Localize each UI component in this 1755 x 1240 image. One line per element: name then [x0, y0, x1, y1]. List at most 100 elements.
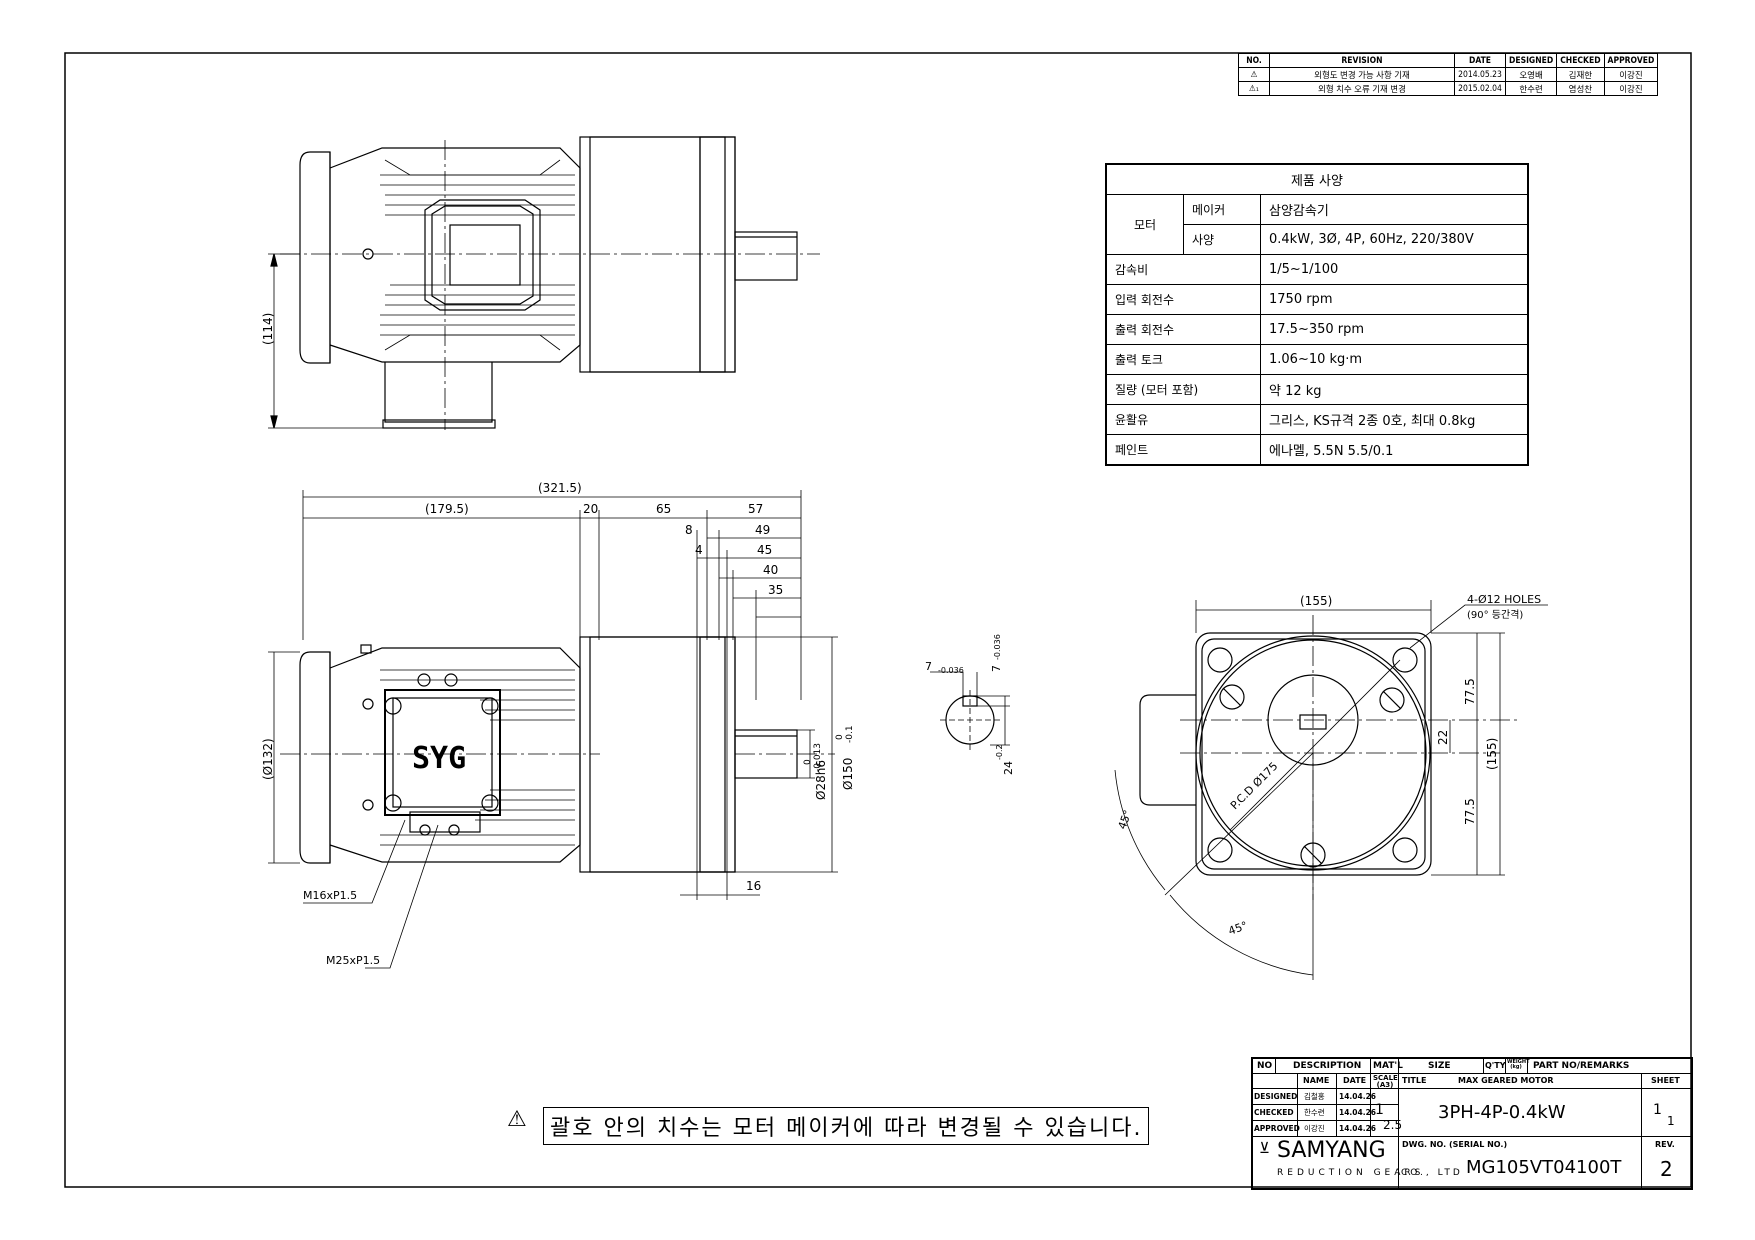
spec-row: 질량 (모터 포함)약 12 kg: [1105, 374, 1529, 405]
spec-row: 모터 메이커 삼양감속기: [1105, 194, 1529, 255]
tb-date: 14.04.26: [1339, 1092, 1377, 1101]
tb-line: [1275, 1059, 1276, 1073]
spec-value-maker: 삼양감속기: [1260, 194, 1529, 225]
dim-4: 4: [695, 543, 703, 557]
rev-cell-checked: 염성찬: [1556, 81, 1605, 96]
tb-line: [1253, 1088, 1691, 1089]
tb-rev-label: REV.: [1655, 1140, 1675, 1149]
key-height-label: 24: [1002, 761, 1015, 775]
tb-name: 한수련: [1304, 1108, 1325, 1117]
dim-65: 65: [656, 502, 671, 516]
spec-title: 제품 사양: [1105, 163, 1529, 195]
spec-label: 질량 (모터 포함): [1105, 374, 1261, 405]
spec-value: 약 12 kg: [1260, 374, 1529, 405]
rev-cell-desc: 외형도 변경 가능 사항 기재: [1269, 67, 1455, 82]
tb-line: [1370, 1059, 1371, 1136]
tb-line: [1297, 1073, 1298, 1136]
tb-line: [1336, 1073, 1337, 1136]
tb-sheet-den: 1: [1667, 1114, 1675, 1128]
tb-rev-no: 2: [1660, 1157, 1673, 1181]
revision-header-row: NO. REVISION DATE DESIGNED CHECKED APPRO…: [1238, 53, 1659, 68]
tb-line: [1398, 1059, 1399, 1188]
dim-57: 57: [748, 502, 763, 516]
dim-motor-dia: (Ø132): [261, 738, 275, 780]
tb-date: 14.04.26: [1339, 1124, 1377, 1133]
tb-header-no: NO: [1257, 1061, 1273, 1071]
spec-row: 사양 0.4kW, 3Ø, 4P, 60Hz, 220/380V: [1106, 224, 1529, 255]
rev-header-checked: CHECKED: [1556, 53, 1605, 68]
front-view: [268, 490, 838, 969]
spec-value: 1/5~1/100: [1260, 254, 1529, 285]
tb-scale-num: 1: [1375, 1102, 1384, 1118]
tb-dwg-no: MG105VT04100T: [1466, 1157, 1622, 1178]
revision-row: ⚠ 외형도 변경 가능 사항 기재 2014.05.23 오영배 김재한 이강진: [1238, 67, 1659, 82]
title-block: NO DESCRIPTION MAT'L SIZE Q'TY WEIGHT (k…: [1251, 1057, 1693, 1190]
rev-header-designed: DESIGNED: [1504, 53, 1558, 68]
tb-company: SAMYANG: [1277, 1138, 1386, 1163]
dim-114-label: (114): [261, 313, 275, 345]
key-width-tol: -0.036: [938, 666, 964, 675]
dim-shaft-dia: Ø28h6: [814, 760, 828, 800]
rev-header-revision: REVISION: [1269, 53, 1455, 68]
rev-cell-desc: 외형 치수 오류 기재 변경: [1269, 81, 1455, 96]
tb-line: [1641, 1073, 1642, 1188]
tb-line: [1253, 1073, 1691, 1074]
dim-motor-length: (179.5): [425, 502, 469, 516]
holes-note: (90° 등간격): [1467, 608, 1523, 621]
tb-header-weight: WEIGHT (kg): [1507, 1059, 1530, 1070]
angle-label-1: 45°: [1116, 808, 1135, 831]
dim-22: 22: [1436, 730, 1450, 745]
syg-logo: SYG: [412, 741, 466, 776]
dim-77-5-bot: 77.5: [1463, 798, 1477, 825]
tb-name: 이강진: [1304, 1124, 1325, 1133]
spec-label: 페인트: [1105, 434, 1261, 466]
flange-view: [1114, 600, 1548, 980]
tb-sheet-num: 1: [1653, 1102, 1662, 1118]
tb-header-qty: Q'TY: [1485, 1061, 1506, 1070]
tb-header-description: DESCRIPTION: [1293, 1061, 1362, 1071]
key-height-tol: -0.2: [995, 744, 1004, 760]
spec-label: 출력 토크: [1105, 344, 1261, 375]
tb-title-label: TITLE: [1402, 1076, 1427, 1085]
rev-cell-no: ⚠₁: [1238, 81, 1270, 96]
spec-value-spec: 0.4kW, 3Ø, 4P, 60Hz, 220/380V: [1260, 224, 1529, 255]
rev-header-approved: APPROVED: [1603, 53, 1659, 68]
tb-header-size: SIZE: [1428, 1061, 1451, 1071]
dim-8: 8: [685, 523, 693, 537]
sheet-frame: [64, 52, 1692, 1188]
tb-line: [1253, 1104, 1398, 1105]
tb-header-matl: MAT'L: [1373, 1061, 1403, 1071]
note-text: 괄호 안의 치수는 모터 메이커에 따라 변경될 수 있습니다.: [543, 1107, 1150, 1145]
top-view: [268, 136, 820, 430]
spec-table: 제품 사양 모터 메이커 삼양감속기 사양 0.4kW, 3Ø, 4P, 60H…: [1105, 163, 1529, 466]
tb-name-col: NAME: [1303, 1076, 1330, 1085]
spec-value: 1.06~10 kg·m: [1260, 344, 1529, 375]
dim-shaft-tol-bot: -0.013: [813, 743, 823, 772]
dim-16: 16: [746, 879, 761, 893]
spec-label: 윤활유: [1105, 404, 1261, 435]
tb-line: [1253, 1136, 1691, 1137]
spec-value: 17.5~350 rpm: [1260, 314, 1529, 345]
tb-role: DESIGNED: [1254, 1092, 1298, 1101]
thread-m16: M16xP1.5: [303, 889, 357, 902]
angle-label-2: 45°: [1227, 919, 1250, 938]
tb-scale-den: 2.5: [1383, 1118, 1403, 1132]
rev-cell-date: 2015.02.04: [1454, 81, 1506, 96]
revision-row: ⚠₁ 외형 치수 오류 기재 변경 2015.02.04 한수련 염성찬 이강진: [1238, 81, 1659, 96]
thread-m25: M25xP1.5: [326, 954, 380, 967]
spec-value: 1750 rpm: [1260, 284, 1529, 315]
spec-value: 에나멜, 5.5N 5.5/0.1: [1260, 434, 1529, 466]
holes-spec: 4-Ø12 HOLES: [1467, 593, 1541, 606]
rev-header-date: DATE: [1454, 53, 1506, 68]
spec-value: 그리스, KS규격 2종 0호, 최대 0.8kg: [1260, 404, 1529, 435]
dim-49: 49: [755, 523, 770, 537]
rev-cell-designed: 오영배: [1504, 67, 1558, 82]
dim-shaft-tol-top: 0: [803, 759, 813, 765]
spec-label: 출력 회전수: [1105, 314, 1261, 345]
company-logo-icon: ⊻: [1259, 1139, 1270, 1157]
flange-height-dim: (155): [1485, 738, 1499, 770]
key-width-label: 7: [925, 660, 932, 673]
